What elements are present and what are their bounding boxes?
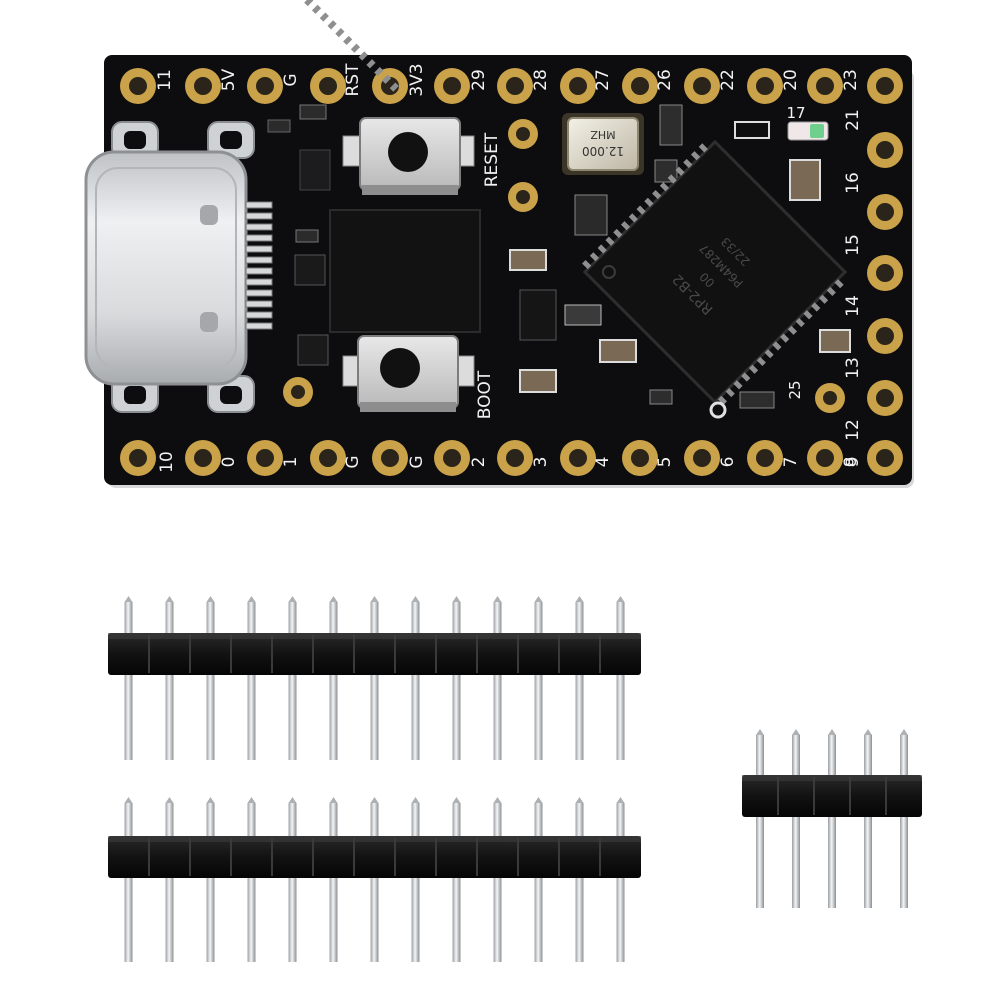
pin25-label: 25 [786, 380, 804, 399]
right-label-14: 14 [843, 295, 863, 317]
crystal-frequency-text: 12.000 [582, 144, 624, 158]
bottom-label-2: 2 [469, 457, 489, 468]
header-pin [575, 803, 584, 962]
top-label-11: 11 [155, 69, 175, 91]
usb-c-connector [84, 121, 273, 413]
flash-chip [329, 209, 481, 333]
right-pin-labels: 21 16 15 14 13 12 9 [843, 109, 863, 467]
header-pin [452, 803, 461, 962]
header-pin [864, 735, 872, 908]
header-pin [288, 803, 297, 962]
bottom-label-6: 6 [718, 457, 738, 468]
bottom-label-3: 3 [531, 457, 551, 468]
header-plastic [108, 633, 641, 675]
header-pin [247, 602, 256, 760]
header-pin [124, 803, 133, 962]
bottom-label-5: 5 [655, 457, 675, 468]
header-pin [206, 602, 215, 760]
header-pin [206, 803, 215, 962]
header-strip-13-pin-upper [108, 596, 641, 760]
header-pin [247, 803, 256, 962]
header-pin [534, 602, 543, 760]
bottom-label-7: 7 [781, 457, 801, 468]
header-pin [452, 602, 461, 760]
header-pin [370, 803, 379, 962]
crystal-unit-text: MHZ [590, 128, 616, 141]
header-pin [165, 803, 174, 962]
top-label-G: G [281, 73, 301, 86]
boot-label: BOOT [475, 370, 495, 419]
header-pin [828, 735, 836, 908]
bottom-pin-labels: 10 0 1 G G 2 3 4 5 6 7 8 [157, 451, 861, 473]
right-label-16: 16 [843, 172, 863, 194]
led-pin-label: 17 [786, 104, 805, 122]
right-label-21: 21 [843, 109, 863, 131]
header-pin [288, 602, 297, 760]
header-plastic [742, 775, 922, 817]
top-label-20: 20 [781, 69, 801, 91]
header-plastic [108, 836, 641, 878]
status-led [734, 121, 829, 141]
crystal-oscillator: 12.000 MHZ [562, 113, 644, 175]
right-label-12: 12 [843, 419, 863, 441]
reset-label: RESET [482, 132, 502, 187]
top-label-28: 28 [531, 69, 551, 91]
header-pin [165, 602, 174, 760]
bottom-label-1: 1 [281, 457, 301, 468]
microcontroller-chip: RP2-B2 00 P64M287 22/33 [304, 0, 848, 405]
right-label-9: 9 [843, 457, 863, 468]
header-pin [792, 735, 800, 908]
header-pin [756, 735, 764, 908]
header-pin [329, 803, 338, 962]
header-pin [329, 602, 338, 760]
header-pin [900, 735, 908, 908]
top-label-3V3: 3V3 [407, 63, 427, 96]
right-label-13: 13 [843, 357, 863, 379]
smd-components [267, 104, 851, 409]
right-pin-pads [867, 132, 903, 416]
bottom-label-G: G [407, 455, 427, 468]
header-strip-13-pin-lower [108, 797, 641, 962]
bottom-label-0: 0 [219, 457, 239, 468]
top-label-22: 22 [718, 69, 738, 91]
top-label-5V: 5V [219, 68, 239, 91]
header-pin [616, 602, 625, 760]
header-pin [493, 803, 502, 962]
top-label-RST: RST [343, 63, 363, 97]
top-label-27: 27 [593, 69, 613, 91]
header-strip-5-pin [742, 729, 922, 908]
header-pin [493, 602, 502, 760]
bottom-label-G: G [343, 455, 363, 468]
inner-pads [283, 119, 845, 413]
header-pin [124, 602, 133, 760]
top-label-23: 23 [841, 69, 861, 91]
bottom-pin-pads [120, 440, 903, 476]
right-label-15: 15 [843, 234, 863, 256]
bottom-label-10: 10 [157, 451, 177, 473]
top-pin-pads [120, 68, 903, 104]
header-pin [370, 602, 379, 760]
header-pin [411, 602, 420, 760]
bottom-label-4: 4 [593, 457, 613, 468]
header-pin [616, 803, 625, 962]
header-pin [575, 602, 584, 760]
reset-button [342, 117, 475, 195]
header-pin [534, 803, 543, 962]
top-pin-labels: 11 5V G RST 3V3 29 28 27 26 22 20 23 [155, 63, 861, 97]
header-pin [411, 803, 420, 962]
bottom-label-8: 8 [841, 457, 861, 468]
top-label-26: 26 [655, 69, 675, 91]
boot-button [342, 335, 475, 412]
top-label-29: 29 [469, 69, 489, 91]
